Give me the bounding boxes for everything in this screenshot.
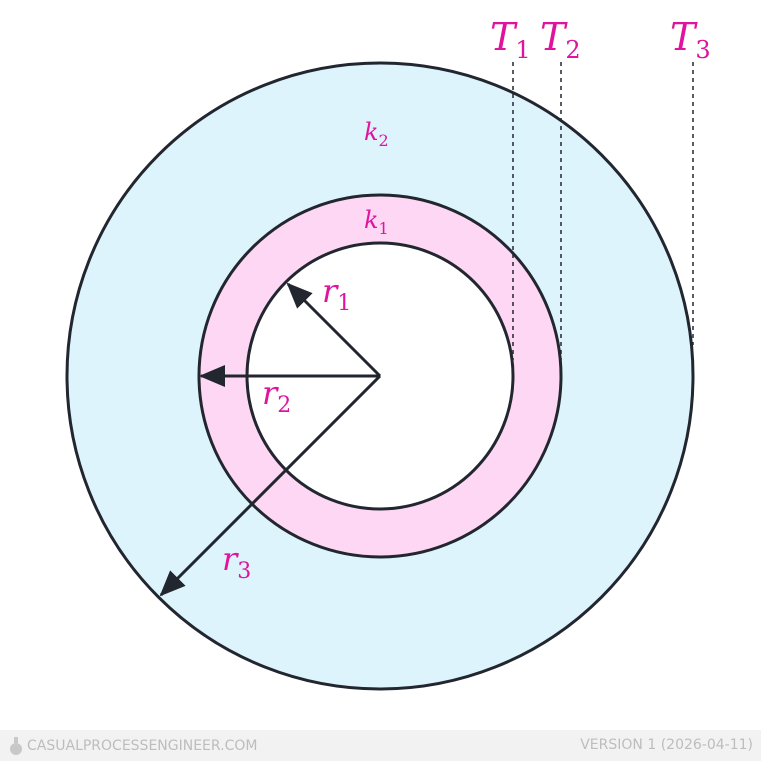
k2-label: k2 — [364, 118, 389, 150]
k1-label: k1 — [364, 206, 389, 238]
version-label: VERSION 1 (2026-04-11) — [580, 737, 753, 753]
t3-label: T3 — [670, 15, 711, 64]
concentric-cylinder-diagram: k2 k1 r1 r2 r3 T1 T2 T3 — [65, 15, 711, 691]
t2-label: T2 — [540, 15, 581, 64]
site-name: CASUALPROCESSENGINEER.COM — [27, 738, 258, 754]
r2-label: r2 — [262, 374, 291, 418]
r3-label: r3 — [222, 540, 251, 584]
footer: CASUALPROCESSENGINEER.COM VERSION 1 (202… — [0, 730, 761, 761]
t1-label: T1 — [490, 15, 531, 64]
temperature-guides — [512, 62, 694, 360]
flask-icon — [10, 737, 22, 755]
r3-arrow — [159, 374, 382, 597]
r1-label: r1 — [322, 272, 351, 316]
r1-arrow — [286, 282, 382, 378]
